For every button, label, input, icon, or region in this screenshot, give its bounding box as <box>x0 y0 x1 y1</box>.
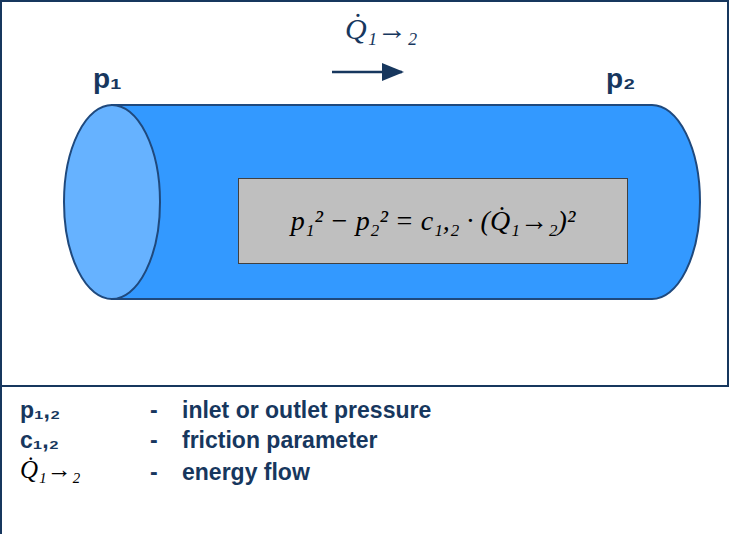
frame <box>1 1 728 386</box>
legend-description: inlet or outlet pressure <box>182 398 431 423</box>
formula-box: p₁² − p₂² = c₁,₂ · (Q̇₁→₂)² <box>238 178 628 264</box>
legend-description: friction parameter <box>182 428 378 453</box>
flow-arrow <box>332 71 402 74</box>
flow-label: Q̇₁→₂ <box>345 12 418 45</box>
legend-description: energy flow <box>182 460 310 485</box>
legend-dash: - <box>150 460 158 485</box>
pipe-inlet <box>64 105 160 299</box>
legend-dash: - <box>150 398 158 423</box>
pipe-body <box>112 105 700 299</box>
pressure-label: p₂ <box>606 64 636 95</box>
frame-line <box>0 386 2 534</box>
pressure-label: p₁ <box>93 64 122 95</box>
formula-text: p₁² − p₂² = c₁,₂ · (Q̇₁→₂)² <box>291 205 576 237</box>
legend-symbol: p₁,₂ <box>20 398 60 423</box>
legend-symbol: Q̇₁→₂ <box>20 456 80 484</box>
legend-symbol: c₁,₂ <box>20 428 59 453</box>
legend-dash: - <box>150 428 158 453</box>
